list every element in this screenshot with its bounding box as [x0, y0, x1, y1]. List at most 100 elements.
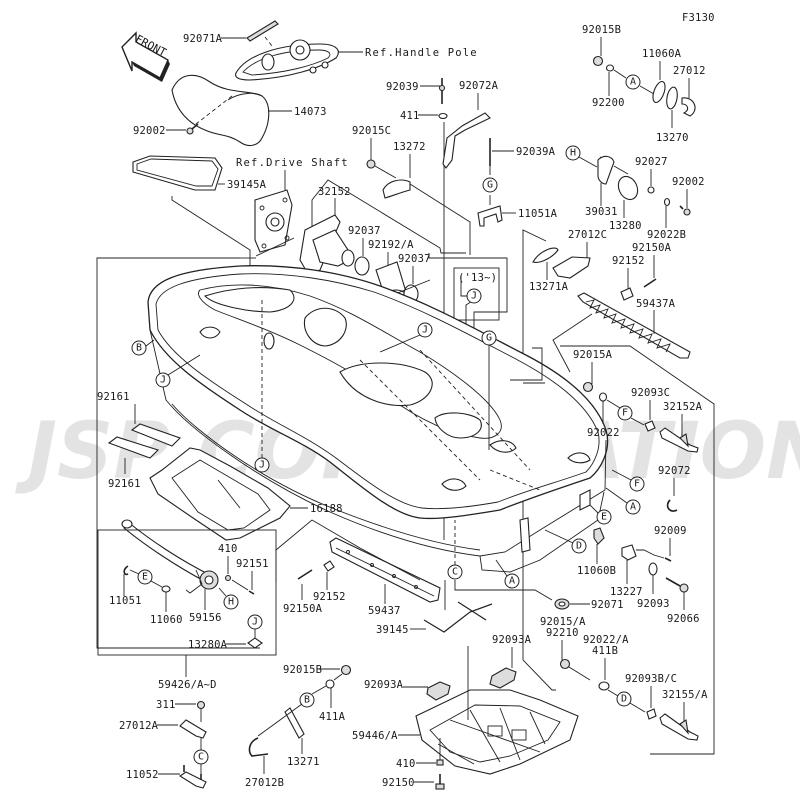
svg-text:E: E: [142, 572, 148, 583]
plate-27012A-drawing: [179, 719, 207, 739]
svg-text:J: J: [422, 325, 428, 336]
nut-311-icon: [196, 700, 206, 710]
part-label-411B: 411B: [592, 645, 618, 657]
part-label-92039A: 92039A: [516, 146, 556, 158]
callout-H-hull: G: [481, 330, 497, 450]
part-label-13227: 13227: [610, 586, 643, 598]
svg-text:C: C: [198, 752, 204, 763]
part-label-92093A-left: 92093A: [364, 679, 404, 691]
part-label-92210: 92210: [546, 627, 579, 639]
gasket-92093C-icon: [644, 420, 656, 432]
callout-J-bottom: J: [247, 614, 263, 630]
part-label-92022: 92022: [587, 427, 620, 439]
callout-F-right: F: [617, 405, 633, 421]
stay-39145-drawing: [423, 601, 493, 633]
u-bolt-27012-icon: [681, 97, 696, 117]
part-13271A-drawing: [532, 247, 559, 263]
part-label-13280: 13280: [609, 220, 642, 232]
part-label-11060B: 11060B: [577, 565, 616, 577]
part-label-92015C: 92015C: [352, 125, 391, 137]
part-label-32155A: 32155/A: [662, 689, 708, 701]
part-label-32152A: 32152A: [663, 401, 703, 413]
svg-text:A: A: [630, 502, 636, 513]
kit-box-59426: [97, 529, 277, 656]
part-label-92015B-bottom: 92015B: [283, 664, 322, 676]
collar-92152-top-icon: [620, 287, 634, 301]
callout-B-hull: B: [131, 339, 155, 356]
clamp-92072-icon: [666, 499, 678, 512]
washer-92022-icon: [598, 392, 608, 402]
part-label-92161-a: 92161: [97, 391, 130, 403]
clip-13280A-icon: [247, 637, 263, 649]
washer-411A-icon: [325, 679, 335, 689]
part-label-92002-left: 92002: [133, 125, 166, 137]
svg-text:B: B: [136, 343, 142, 354]
part-label-59446A: 59446/A: [352, 730, 398, 742]
bolt-92066-icon: [665, 577, 689, 593]
part-label-92039: 92039: [386, 81, 419, 93]
part-label-59156: 59156: [189, 612, 222, 624]
part-label-92022A: 92022/A: [583, 634, 629, 646]
svg-text:F: F: [634, 479, 640, 490]
callout-A-hull-2: A: [605, 487, 641, 515]
part-label-13272: 13272: [393, 141, 426, 153]
svg-text:E: E: [601, 512, 607, 523]
callout-G-top: H: [565, 145, 598, 168]
part-label-14073: 14073: [294, 106, 327, 118]
svg-text:H: H: [570, 148, 576, 159]
bearing-housing-drawing: [254, 189, 295, 257]
svg-text:G: G: [486, 333, 492, 344]
plate-13271-drawing: [284, 707, 305, 739]
washer-92200-icon: [605, 64, 615, 72]
callout-F-hull: F: [611, 469, 645, 492]
fitting-32155A-drawing: [659, 713, 699, 741]
part-label-32152: 32152: [318, 186, 351, 198]
part-label-92152-top: 92152: [612, 255, 645, 267]
callout-G-left: H: [223, 594, 239, 610]
part-label-92015A: 92015A: [573, 349, 613, 361]
figure-code: F3130: [682, 12, 715, 24]
handle-pole-drawing: [235, 39, 339, 81]
clip-11051-icon: [123, 565, 129, 576]
svg-text:C: C: [452, 567, 458, 578]
cover-16188-drawing: [149, 447, 291, 541]
gasket-92093BC-icon: [646, 708, 657, 720]
screw-92151-icon: [248, 590, 255, 595]
svg-text:J: J: [471, 291, 477, 302]
part-label-311: 311: [156, 699, 176, 711]
part-label-92009: 92009: [654, 525, 687, 537]
svg-text:J: J: [160, 375, 166, 386]
bolt-92002-left-icon: [186, 123, 199, 135]
part-label-92002-right: 92002: [672, 176, 705, 188]
part-label-11051A: 11051A: [518, 208, 558, 220]
skid-plate-59446-drawing: [415, 689, 579, 775]
nut-410-left-icon: [224, 574, 232, 582]
callout-E-hull: E: [589, 504, 612, 525]
part-92071A-drawing: [246, 20, 279, 47]
part-label-11060A: 11060A: [642, 48, 682, 60]
screw-92009-icon: [664, 557, 672, 562]
clamp-92037-a-icon: [354, 256, 370, 276]
part-label-92150A-top: 92150A: [632, 242, 672, 254]
nut-92015A-slash-icon: [559, 658, 571, 670]
svg-text:D: D: [621, 694, 627, 705]
part-label-39031: 39031: [585, 206, 618, 218]
bolt-92150-icon: [435, 774, 445, 790]
part-label-16188: 16188: [310, 503, 343, 515]
part-label-92150: 92150: [382, 777, 415, 789]
nut-92015C-icon: [366, 159, 376, 169]
pad-92161-a-icon: [130, 423, 182, 447]
part-32152-drawing: [299, 214, 355, 275]
part-label-92192A: 92192/A: [368, 239, 414, 251]
part-13227-icon: [621, 544, 637, 561]
part-label-11051: 11051: [109, 595, 142, 607]
u-bolt-27012B-icon: [248, 737, 269, 757]
part-label-92015A-slash: 92015/A: [540, 616, 586, 628]
rail-59437-drawing: [329, 537, 441, 603]
part-label-92093C: 92093C: [631, 387, 670, 399]
part-label-92037-a: 92037: [348, 225, 381, 237]
callout-J-left: J: [254, 300, 270, 473]
part-label-39145: 39145: [376, 624, 409, 636]
callout-E-left: E: [137, 569, 153, 585]
